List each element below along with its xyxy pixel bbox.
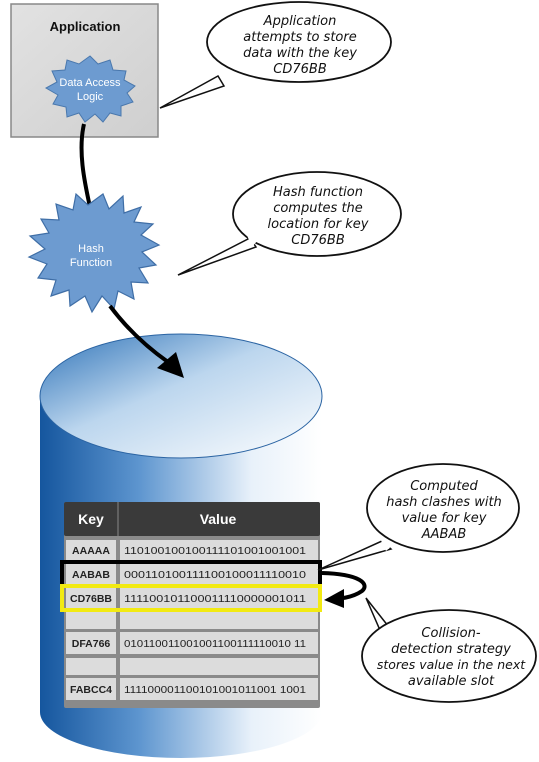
- hash-function-label-2: Function: [70, 257, 112, 269]
- callout-clash-line-4: AABAB: [421, 527, 467, 542]
- callout-compute: Hash function computes the location for …: [177, 171, 402, 276]
- table-value-cell: [120, 540, 318, 560]
- callout-store-line-1: Application: [263, 14, 337, 29]
- data-access-logic-burst: [44, 55, 136, 123]
- table-key-text: CD76BB: [70, 593, 112, 605]
- hash-table: Key Value AAAAA 1101001001001111010010010…: [60, 502, 322, 708]
- data-access-logic-label-1: Data Access: [59, 77, 121, 89]
- table-row: AAAAA 110100100100111101001001001: [66, 540, 318, 560]
- callout-compute-line-3: location for key: [268, 217, 369, 232]
- table-key-cell: [66, 540, 116, 560]
- callout-store-line-3: data with the key: [243, 46, 357, 61]
- table-highlights: [60, 560, 322, 612]
- table-value-text: 000110100111100100011110010: [124, 569, 306, 581]
- table-value-text: 111100101100011110000001011: [124, 593, 306, 605]
- table-value-text: 111100001100101001011001 1001: [124, 684, 306, 696]
- arrow-hash-to-db-head: [157, 352, 184, 378]
- table-value-cell: [120, 588, 318, 608]
- table-key-cell: [66, 612, 116, 629]
- table-key-cell: [66, 564, 116, 584]
- callout-collision-line-1: Collision-: [421, 626, 480, 641]
- callout-clash-line-1: Computed: [410, 479, 478, 494]
- callout-store-line-4: CD76BB: [273, 62, 327, 77]
- table-key-text: AABAB: [72, 569, 110, 581]
- application-box: Application Data Access Logic: [10, 3, 159, 138]
- table-row: AABAB 000110100111100100011110010: [66, 564, 318, 584]
- table-row: DFA766 010110011001001100111110010 11: [66, 632, 318, 654]
- table-key-cell: [66, 632, 116, 654]
- arrow-hash-to-db: [108, 304, 170, 364]
- callout-collision-line-4: available slot: [408, 674, 495, 689]
- table-key-text: AAAAA: [72, 545, 110, 557]
- table-value-cell: [120, 658, 318, 675]
- callout-compute-line-2: computes the: [273, 201, 363, 216]
- arrow-app-to-hash: [79, 123, 92, 208]
- callout-collision-line-2: detection strategy: [391, 642, 511, 657]
- table-row: [66, 658, 318, 675]
- table-header-key: Key: [78, 511, 104, 527]
- table-value-text: 010110011001001100111110010 11: [124, 638, 306, 650]
- table-key-cell: [66, 678, 116, 700]
- table-key-text: DFA766: [72, 638, 111, 650]
- hash-function-label-1: Hash: [78, 243, 104, 255]
- application-title: Application: [50, 19, 121, 34]
- table-row: [66, 612, 318, 629]
- table-value-cell: [120, 612, 318, 629]
- callout-collision: Collision- detection strategy stores val…: [361, 597, 537, 703]
- callout-store-line-2: attempts to store: [243, 30, 356, 45]
- callout-clash-line-2: hash clashes with: [386, 495, 502, 510]
- table-row: CD76BB 111100101100011110000001011: [66, 588, 318, 608]
- table-row: FABCC4 111100001100101001011001 1001: [66, 678, 318, 700]
- table-key-cell: [66, 658, 116, 675]
- table-value-cell: [120, 632, 318, 654]
- table-key-text: FABCC4: [70, 684, 112, 696]
- table-header-value: Value: [200, 511, 237, 527]
- collision-arrow-head: [324, 589, 344, 608]
- hash-function-burst: Hash Function: [27, 192, 161, 314]
- table-key-cell: [66, 588, 116, 608]
- table-value-cell: [120, 564, 318, 584]
- callout-compute-line-1: Hash function: [273, 185, 363, 200]
- stored-slot-highlight: [60, 584, 322, 612]
- callout-collision-line-3: stores value in the next: [377, 657, 526, 672]
- table-value-text: 110100100100111101001001001: [124, 545, 306, 557]
- callout-clash-line-3: value for key: [402, 511, 487, 526]
- callout-compute-line-4: CD76BB: [291, 233, 345, 248]
- data-access-logic-label-2: Logic: [77, 91, 104, 103]
- callout-clash: Computed hash clashes with value for key…: [317, 463, 520, 571]
- table-header-row: [64, 502, 320, 536]
- table-value-cell: [120, 678, 318, 700]
- callout-store: Application attempts to store data with …: [159, 1, 392, 109]
